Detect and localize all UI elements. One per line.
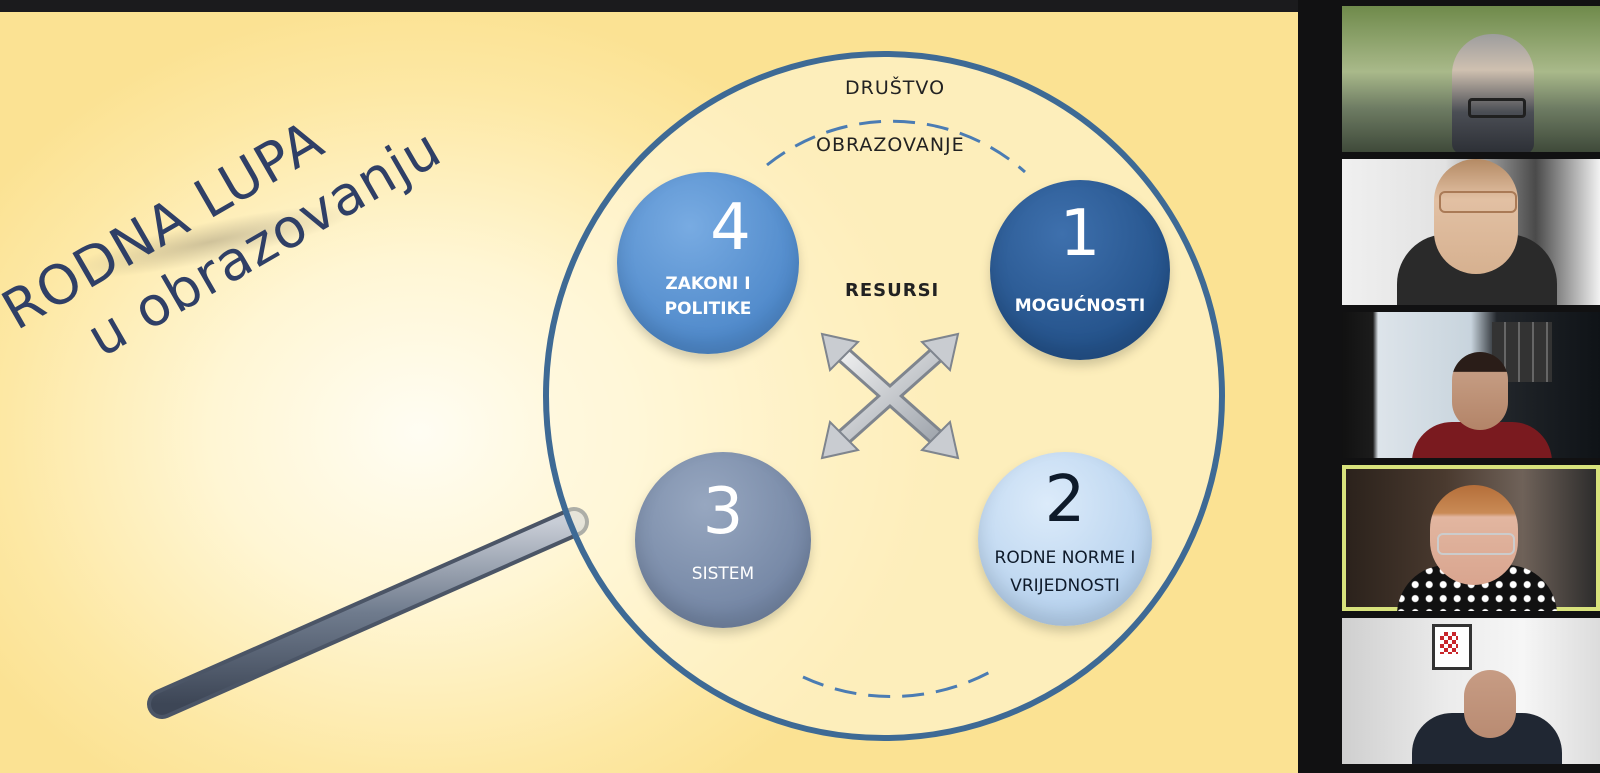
participant-video-3[interactable] [1342,312,1600,458]
node-3-number: 3 [702,475,744,549]
shared-slide: RODNA LUPA u obrazovanju [0,12,1298,773]
participant-video-5[interactable] [1342,618,1600,764]
node-2-number: 2 [1044,463,1086,537]
top-bar [0,0,1298,12]
magnifier-handle [147,507,589,719]
node-1-label: MOGUĆNOSTI [1014,296,1146,316]
node-4-label-line2: POLITIKE [664,299,752,319]
framed-picture [1432,624,1472,670]
node-1-number: 1 [1059,197,1101,271]
node-2-rodne-norme: 2 RODNE NORME I VRIJEDNOSTI [978,452,1152,626]
node-3-sistem: 3 SISTEM [635,452,811,628]
participant-video-1[interactable] [1342,6,1600,152]
node-4-zakoni-i-politike: 4 ZAKONI I POLITIKE [617,172,799,354]
glasses-icon [1468,98,1526,118]
participant-video-2[interactable] [1342,159,1600,305]
label-resursi: RESURSI [845,280,940,301]
node-2-label-line2: VRIJEDNOSTI [1010,576,1120,596]
participant-figure [1452,34,1534,152]
label-drustvo: DRUŠTVO [845,77,946,99]
magnifier-graphic [147,51,1225,741]
checkered-emblem-icon [1440,632,1458,654]
node-4-number: 4 [710,191,751,265]
node-4-label-line1: ZAKONI I [665,274,751,294]
glasses-icon [1439,191,1517,213]
node-1-mogucnosti: 1 MOGUĆNOSTI [990,180,1170,360]
label-obrazovanje: OBRAZOVANJE [816,134,965,156]
node-2-label-line1: RODNE NORME I [994,548,1136,568]
participant-video-4-active-speaker[interactable] [1342,465,1600,611]
cross-arrows-icon [820,332,960,460]
participant-figure [1434,159,1518,274]
participant-figure [1430,485,1518,585]
dashed-arc-top [766,119,1026,174]
participant-figure [1464,670,1516,738]
participant-figure [1452,352,1508,430]
glasses-icon [1437,533,1515,555]
node-3-label: SISTEM [691,564,755,584]
